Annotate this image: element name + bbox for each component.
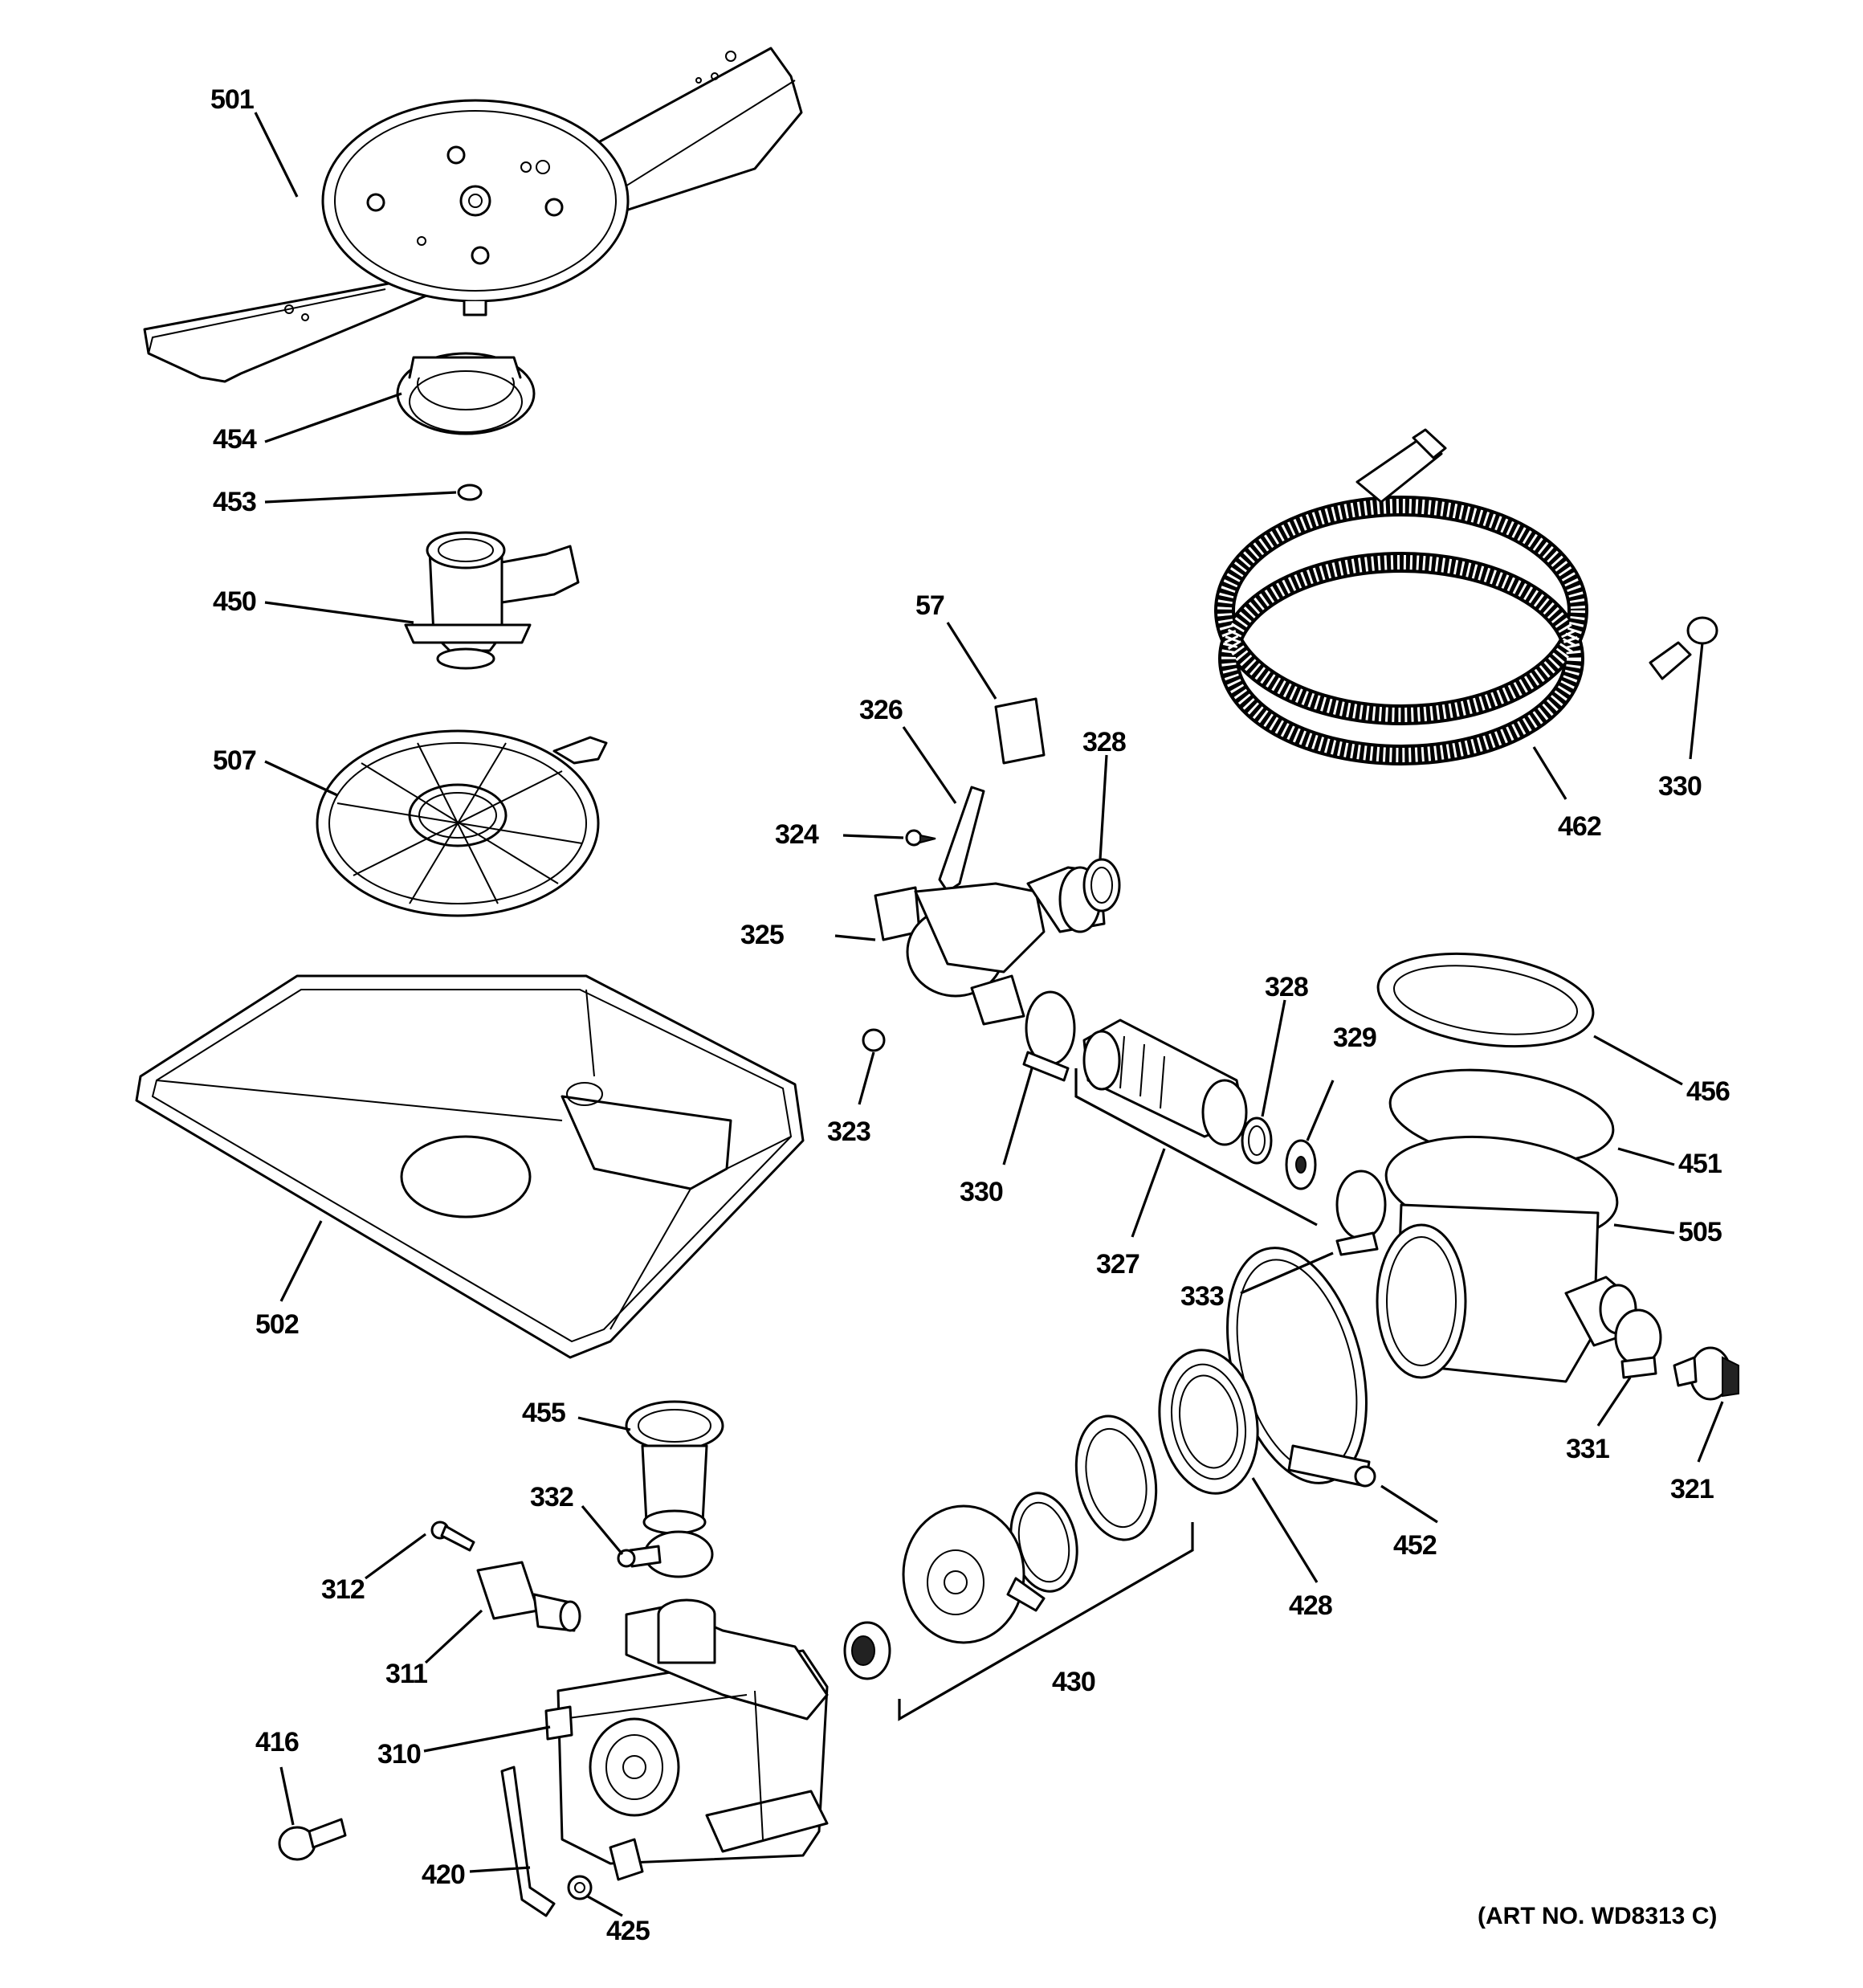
screw-part: [905, 829, 936, 847]
callout-311: 311: [385, 1659, 427, 1689]
callout-331: 331: [1566, 1434, 1609, 1464]
callout-325: 325: [740, 920, 784, 950]
callout-332: 332: [530, 1482, 573, 1512]
retainer-ring-part: [1074, 1414, 1158, 1541]
drain-tube-part: [1082, 1018, 1248, 1146]
callout-428: 428: [1289, 1590, 1332, 1621]
filter-part: [316, 729, 608, 917]
water-tower-part: [404, 531, 580, 670]
callout-57: 57: [915, 590, 944, 621]
gasket-part: [1376, 952, 1595, 1048]
callout-450: 450: [213, 586, 256, 617]
callout-455: 455: [522, 1398, 565, 1428]
callout-453: 453: [213, 487, 256, 517]
impeller-nut-part: [843, 1621, 891, 1680]
pump-motor-part: [544, 1598, 829, 1881]
callout-502: 502: [255, 1309, 299, 1340]
callout-456: 456: [1686, 1076, 1730, 1107]
clip-part: [938, 786, 985, 893]
callout-328-upper: 328: [1082, 727, 1126, 757]
seal-ring-upper-part: [1082, 858, 1121, 912]
washer-part: [1285, 1139, 1317, 1190]
hose-clamp-right-part: [1686, 616, 1718, 645]
callout-328-lower: 328: [1265, 972, 1308, 1002]
callout-425: 425: [606, 1916, 650, 1946]
impeller-ring-part: [1009, 1492, 1078, 1593]
callout-501: 501: [210, 84, 254, 115]
callout-330-right: 330: [1658, 771, 1702, 802]
callout-451: 451: [1678, 1149, 1722, 1179]
capacitor-part: [476, 1561, 581, 1632]
callout-324: 324: [775, 819, 819, 850]
hose-clamp-331-part: [1614, 1308, 1662, 1379]
spray-arm-part: [143, 47, 803, 383]
drain-hose-part: [1214, 428, 1692, 765]
inlet-fitting-part: [625, 1400, 724, 1535]
impeller-part: [902, 1504, 1046, 1644]
sensor-part: [1673, 1346, 1739, 1401]
hose-clamp-332-part: [617, 1530, 714, 1578]
callout-323: 323: [827, 1116, 870, 1147]
drain-pump-part: [874, 866, 1106, 1026]
callout-420: 420: [422, 1859, 465, 1890]
hose-clamp-333-part: [1335, 1170, 1387, 1256]
pump-seal-part: [1158, 1349, 1259, 1495]
bracket-box-part: [994, 697, 1046, 765]
callout-310: 310: [377, 1739, 421, 1770]
bolt-part: [278, 1818, 347, 1861]
callout-333: 333: [1180, 1281, 1224, 1312]
callout-312: 312: [321, 1574, 365, 1605]
spray-arm-mount-part: [396, 352, 536, 435]
callout-416: 416: [255, 1727, 299, 1757]
callout-430: 430: [1052, 1667, 1095, 1697]
callout-321: 321: [1670, 1474, 1714, 1504]
wire-clip-part: [500, 1766, 556, 1917]
callout-329: 329: [1333, 1023, 1376, 1053]
callout-327: 327: [1096, 1249, 1139, 1280]
callout-452: 452: [1393, 1530, 1437, 1561]
leader-lines: [254, 112, 1724, 1917]
callout-462: 462: [1558, 811, 1601, 842]
seal-ring-lower-part: [1241, 1116, 1273, 1165]
grommet-part: [862, 1028, 886, 1052]
sump-cover-part: [135, 974, 805, 1359]
hose-clamp-middle-part: [1022, 990, 1076, 1082]
callout-505: 505: [1678, 1217, 1722, 1247]
screw-312-part: [430, 1521, 475, 1552]
grommet-425-part: [567, 1875, 593, 1900]
sump-part: [1376, 1135, 1637, 1383]
art-number: (ART NO. WD8313 C): [1478, 1903, 1717, 1929]
callout-labels: 501 454 453 450 507 502 57 326 328 324 3…: [210, 84, 1731, 1946]
o-ring-part: [457, 484, 483, 501]
callout-326: 326: [859, 695, 903, 725]
callout-454: 454: [213, 424, 257, 455]
callout-507: 507: [213, 745, 256, 776]
callout-330-middle: 330: [960, 1177, 1003, 1207]
